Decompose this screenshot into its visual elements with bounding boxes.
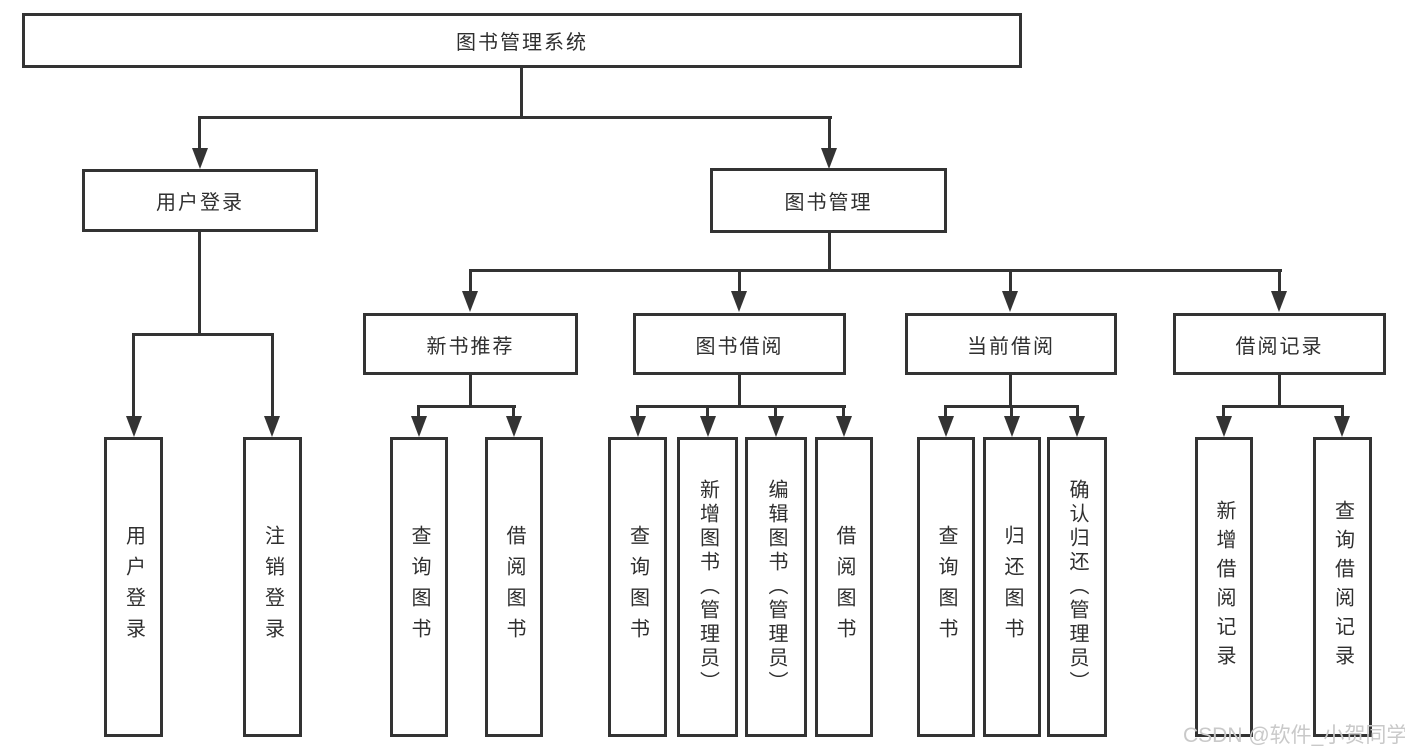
connector-line: [636, 405, 846, 408]
connector-line: [842, 408, 845, 418]
connector-line: [198, 232, 201, 336]
connector-line: [738, 272, 741, 292]
connector-line: [469, 272, 472, 292]
arrow-down-icon: [506, 416, 522, 437]
arrow-down-icon: [126, 416, 142, 437]
connector-line: [828, 233, 831, 271]
node-label: 新书推荐: [426, 335, 515, 358]
leaf-cb-return-book: 归还图书: [983, 437, 1041, 737]
connector-line: [1278, 272, 1281, 292]
node-label: 当前借阅: [967, 335, 1055, 358]
connector-line: [1076, 408, 1079, 418]
leaf-label: 用户登录: [122, 525, 145, 649]
arrow-down-icon: [836, 416, 852, 437]
node-root: 图书管理系统: [22, 13, 1022, 68]
connector-line: [1278, 375, 1281, 407]
connector-line: [774, 408, 777, 418]
connector-line: [828, 119, 831, 150]
leaf-br-add-record: 新增借阅记录: [1195, 437, 1253, 737]
leaf-label: 归还图书: [1001, 525, 1023, 649]
arrow-down-icon: [1271, 291, 1287, 312]
arrow-down-icon: [938, 416, 954, 437]
leaf-label: 新增借阅记录: [1213, 500, 1235, 674]
arrow-down-icon: [1216, 416, 1232, 437]
leaf-bb-borrow-book: 借阅图书: [815, 437, 873, 737]
connector-line: [469, 375, 472, 407]
connector-line: [944, 405, 1079, 408]
leaf-bb-add-book: 新增图书（管理员）: [677, 437, 738, 737]
leaf-nbr-borrow-book: 借阅图书: [485, 437, 543, 737]
leaf-label: 查询图书: [408, 525, 430, 649]
connector-line: [944, 408, 947, 418]
node-book-management: 图书管理: [710, 168, 947, 233]
connector-line: [512, 408, 515, 418]
arrow-down-icon: [731, 291, 747, 312]
node-label: 图书管理: [784, 192, 873, 214]
connector-line: [1009, 272, 1012, 292]
leaf-label: 借阅图书: [503, 525, 525, 649]
arrow-down-icon: [821, 148, 837, 169]
connector-line: [1009, 375, 1012, 407]
connector-line: [469, 269, 1282, 272]
connector-line: [271, 336, 274, 417]
leaf-br-query-record: 查询借阅记录: [1313, 437, 1372, 737]
arrow-down-icon: [192, 148, 208, 169]
connector-line: [132, 336, 135, 417]
leaf-nbr-query-book: 查询图书: [390, 437, 448, 737]
connector-line: [1010, 408, 1013, 418]
node-current-borrowing: 当前借阅: [905, 313, 1117, 375]
leaf-user-login: 用户登录: [104, 437, 163, 737]
connector-line: [520, 68, 523, 117]
arrow-down-icon: [1069, 416, 1085, 437]
leaf-label: 查询图书: [935, 525, 957, 649]
leaf-bb-edit-book: 编辑图书（管理员）: [745, 437, 807, 737]
leaf-bb-query-book: 查询图书: [608, 437, 667, 737]
arrow-down-icon: [411, 416, 427, 437]
leaf-label: 借阅图书: [833, 525, 855, 649]
leaf-label: 注销登录: [261, 525, 284, 649]
connector-line: [198, 119, 201, 150]
leaf-label: 编辑图书（管理员）: [765, 479, 787, 695]
arrow-down-icon: [768, 416, 784, 437]
arrow-down-icon: [264, 416, 280, 437]
connector-line: [636, 408, 639, 418]
leaf-label: 新增图书（管理员）: [696, 479, 719, 695]
leaf-cb-confirm-return: 确认归还（管理员）: [1047, 437, 1107, 737]
connector-line: [1341, 408, 1344, 418]
leaf-cb-query-book: 查询图书: [917, 437, 975, 737]
connector-line: [132, 333, 274, 336]
arrow-down-icon: [630, 416, 646, 437]
node-label: 图书借阅: [695, 335, 784, 358]
node-root-label: 图书管理系统: [456, 32, 588, 54]
connector-line: [1222, 405, 1344, 408]
leaf-label: 查询图书: [626, 525, 649, 649]
node-label: 借阅记录: [1235, 335, 1324, 358]
arrow-down-icon: [1002, 291, 1018, 312]
arrow-down-icon: [700, 416, 716, 437]
connector-line: [706, 408, 709, 418]
arrow-down-icon: [1334, 416, 1350, 437]
arrow-down-icon: [1004, 416, 1020, 437]
connector-line: [738, 375, 741, 407]
connector-line: [198, 116, 832, 119]
connector-line: [1222, 408, 1225, 418]
leaf-label: 查询借阅记录: [1331, 500, 1354, 674]
connector-line: [417, 405, 516, 408]
node-borrowing-records: 借阅记录: [1173, 313, 1386, 375]
leaf-logout: 注销登录: [243, 437, 302, 737]
node-book-borrowing: 图书借阅: [633, 313, 846, 375]
csdn-watermark: CSDN @软件_小贺同学: [1183, 724, 1405, 747]
node-label: 用户登录: [156, 192, 244, 214]
node-user-login: 用户登录: [82, 169, 318, 232]
node-new-book-recommend: 新书推荐: [363, 313, 578, 375]
arrow-down-icon: [462, 291, 478, 312]
leaf-label: 确认归还（管理员）: [1066, 479, 1088, 695]
connector-line: [417, 408, 420, 418]
